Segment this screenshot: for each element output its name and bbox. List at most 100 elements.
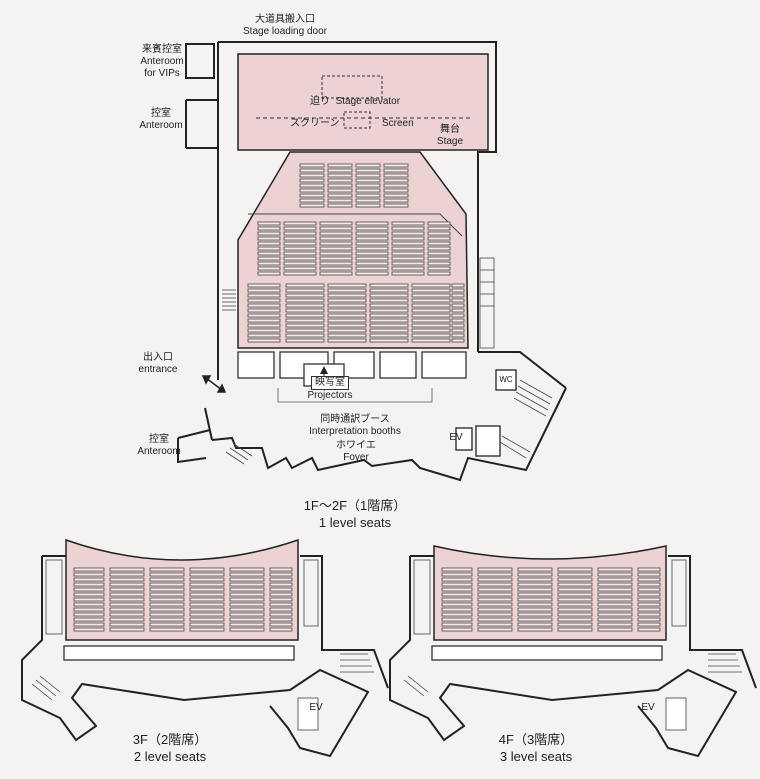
ev-1f: EV: [449, 432, 463, 443]
seat-row: [299, 163, 325, 168]
ev-4f: EV: [641, 702, 655, 713]
ev-label-3f: EV: [306, 702, 326, 714]
seat-row: [597, 582, 633, 587]
seat-row: [517, 597, 553, 602]
seat-row: [637, 587, 661, 592]
seat-row: [441, 577, 473, 582]
seat-row: [257, 266, 281, 271]
seat-row: [477, 592, 513, 597]
seat-row: [477, 577, 513, 582]
seat-row: [327, 328, 367, 333]
seat-row: [257, 241, 281, 246]
right-column: [479, 257, 495, 349]
elevator-en: Stage elevator: [335, 96, 401, 107]
seat-row: [441, 607, 473, 612]
seat-row: [383, 168, 409, 173]
seat-row: [477, 612, 513, 617]
screen-en-label: Screen: [382, 118, 414, 130]
seat-row: [441, 612, 473, 617]
seat-row: [391, 231, 425, 236]
seat-row: [229, 597, 265, 602]
seat-row: [391, 226, 425, 231]
seat-row: [285, 303, 325, 308]
projectors-jp: 映写室: [311, 376, 349, 390]
seat-row: [229, 582, 265, 587]
seat-row: [269, 597, 293, 602]
seat-row: [247, 323, 281, 328]
seat-row: [355, 203, 381, 208]
seat-row: [427, 226, 451, 231]
seat-row: [597, 617, 633, 622]
interpretation-booths: [237, 351, 467, 387]
seat-row: [109, 572, 145, 577]
seat-row: [247, 298, 281, 303]
seat-row: [319, 261, 353, 266]
seat-row: [257, 246, 281, 251]
seat-row: [283, 241, 317, 246]
seat-row: [517, 627, 553, 632]
stage-label: 舞台 Stage: [430, 124, 470, 148]
seat-row: [477, 582, 513, 587]
seat-row: [319, 251, 353, 256]
seat-row: [189, 582, 225, 587]
seat-row: [477, 627, 513, 632]
screen-en: Screen: [382, 118, 414, 129]
seat-row: [557, 592, 593, 597]
seat-row: [327, 163, 353, 168]
seat-row: [597, 572, 633, 577]
seat-row: [229, 577, 265, 582]
seat-row: [411, 298, 451, 303]
seat-row: [319, 241, 353, 246]
seat-rows-4f: [441, 567, 661, 632]
seat-row: [257, 251, 281, 256]
seat-row: [597, 577, 633, 582]
seat-row: [369, 323, 409, 328]
seat-row: [327, 313, 367, 318]
seat-row: [109, 602, 145, 607]
seat-row: [283, 221, 317, 226]
anteroom-lower-label: 控室 Anteroom: [132, 434, 186, 458]
seat-row: [391, 251, 425, 256]
interpretation-booths-label: 同時通訳ブース Interpretation booths: [290, 414, 420, 438]
seat-row: [517, 567, 553, 572]
vip-en1: Anteroom: [140, 56, 184, 67]
seat-row: [355, 168, 381, 173]
seat-row: [411, 313, 451, 318]
seat-row: [285, 288, 325, 293]
seat-row: [451, 293, 465, 298]
seat-row: [73, 622, 105, 627]
seat-row: [229, 587, 265, 592]
seat-row: [109, 587, 145, 592]
seat-row: [73, 572, 105, 577]
seat-row: [149, 582, 185, 587]
floor-4f-walls: [389, 555, 757, 758]
seat-row: [149, 592, 185, 597]
entrance-jp: 出入口: [143, 352, 173, 363]
seat-row: [411, 328, 451, 333]
seat-row: [299, 173, 325, 178]
seat-row: [149, 612, 185, 617]
seat-row: [427, 236, 451, 241]
seat-row: [257, 256, 281, 261]
seat-row: [557, 597, 593, 602]
seat-row: [451, 288, 465, 293]
seat-row: [517, 582, 553, 587]
seat-row: [557, 567, 593, 572]
entrance-arrow-icon: [201, 375, 227, 393]
seat-row: [109, 612, 145, 617]
seat-row: [149, 597, 185, 602]
ev-label-1f: EV: [446, 432, 466, 444]
seat-row: [637, 592, 661, 597]
seat-row: [327, 203, 353, 208]
seat-row: [73, 627, 105, 632]
seat-row: [299, 188, 325, 193]
seat-row: [73, 577, 105, 582]
seat-row: [427, 221, 451, 226]
floor-4f-caption: 4F（3階席） 3 level seats: [466, 731, 606, 765]
floor4-title: 4F（3階席）: [498, 732, 574, 747]
seat-row: [517, 572, 553, 577]
seat-row: [355, 183, 381, 188]
seat-row: [283, 266, 317, 271]
seat-row: [355, 241, 389, 246]
